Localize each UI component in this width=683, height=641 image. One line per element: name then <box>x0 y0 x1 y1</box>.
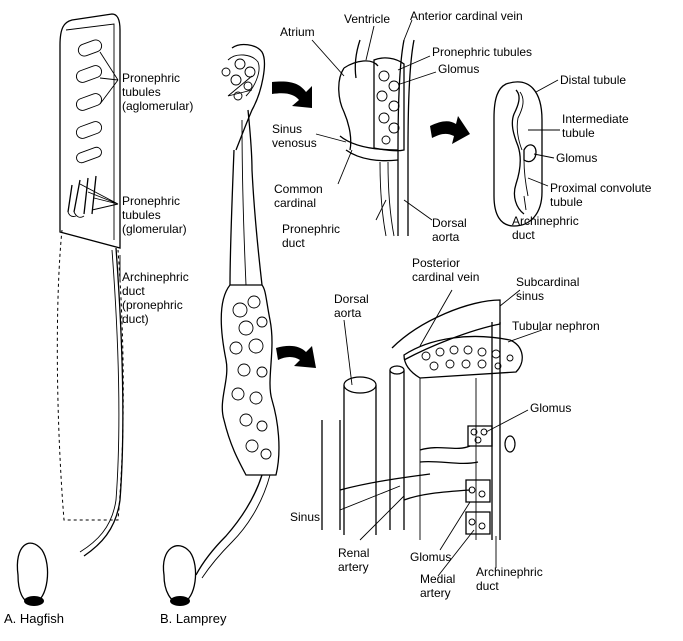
hagfish-drawing <box>17 14 123 606</box>
label-pronephric-duct: Pronephric duct <box>282 222 340 250</box>
label-posterior-cardinal-vein: Posterior cardinal vein <box>412 256 479 284</box>
arrow-to-mesonephros <box>276 346 316 368</box>
label-glomus-mesonephros-upper: Glomus <box>530 401 571 415</box>
label-archinephric-duct-tubule: Archinephric duct <box>512 214 579 242</box>
mesonephros-detail-drawing <box>322 300 522 540</box>
hagfish-archinephric-duct <box>84 248 123 556</box>
hagfish-cloaca <box>17 543 47 603</box>
label-hagfish-pronephric-tubules-glomerular: Pronephric tubules (glomerular) <box>122 194 187 236</box>
label-hagfish-archinephric-duct: Archinephric duct (pronephric duct) <box>122 270 189 326</box>
label-hagfish-pronephric-tubules-aglomerular: Pronephric tubules (aglomerular) <box>122 71 193 113</box>
hagfish-pronephros <box>60 14 120 248</box>
label-glomus-mesonephros-lower: Glomus <box>410 550 451 564</box>
label-ventricle: Ventricle <box>344 12 390 26</box>
label-common-cardinal: Common cardinal <box>274 182 323 210</box>
caption-lamprey: B. Lamprey <box>160 612 226 626</box>
label-subcardinal-sinus: Subcardinal sinus <box>516 275 579 303</box>
pronephros-detail-drawing <box>339 40 414 236</box>
lamprey-cloaca <box>163 546 195 603</box>
label-archinephric-duct-mesonephros: Archinephric duct <box>476 565 543 593</box>
arrow-to-tubule <box>430 116 470 144</box>
label-intermediate-tubule: Intermediate tubule <box>562 112 629 140</box>
label-dorsal-aorta-pronephros: Dorsal aorta <box>432 216 467 244</box>
lamprey-mesonephros <box>221 285 279 475</box>
label-pronephric-tubules: Pronephric tubules <box>432 45 532 59</box>
label-dorsal-aorta-mesonephros: Dorsal aorta <box>334 292 369 320</box>
label-tubular-nephron: Tubular nephron <box>512 319 600 333</box>
label-renal-artery: Renal artery <box>338 546 369 574</box>
label-medial-artery: Medial artery <box>420 572 455 600</box>
caption-hagfish: A. Hagfish <box>4 612 64 626</box>
label-distal-tubule: Distal tubule <box>560 73 626 87</box>
label-sinus-venosus: Sinus venosus <box>272 122 317 150</box>
label-glomus-pronephros: Glomus <box>438 62 479 76</box>
label-proximal-convolute-tubule: Proximal convolute tubule <box>550 181 651 209</box>
label-anterior-cardinal-vein: Anterior cardinal vein <box>410 9 523 23</box>
arrow-to-pronephros <box>272 81 312 108</box>
label-glomus-tubule: Glomus <box>556 151 597 165</box>
label-sinus: Sinus <box>290 510 320 524</box>
label-atrium: Atrium <box>280 25 315 39</box>
